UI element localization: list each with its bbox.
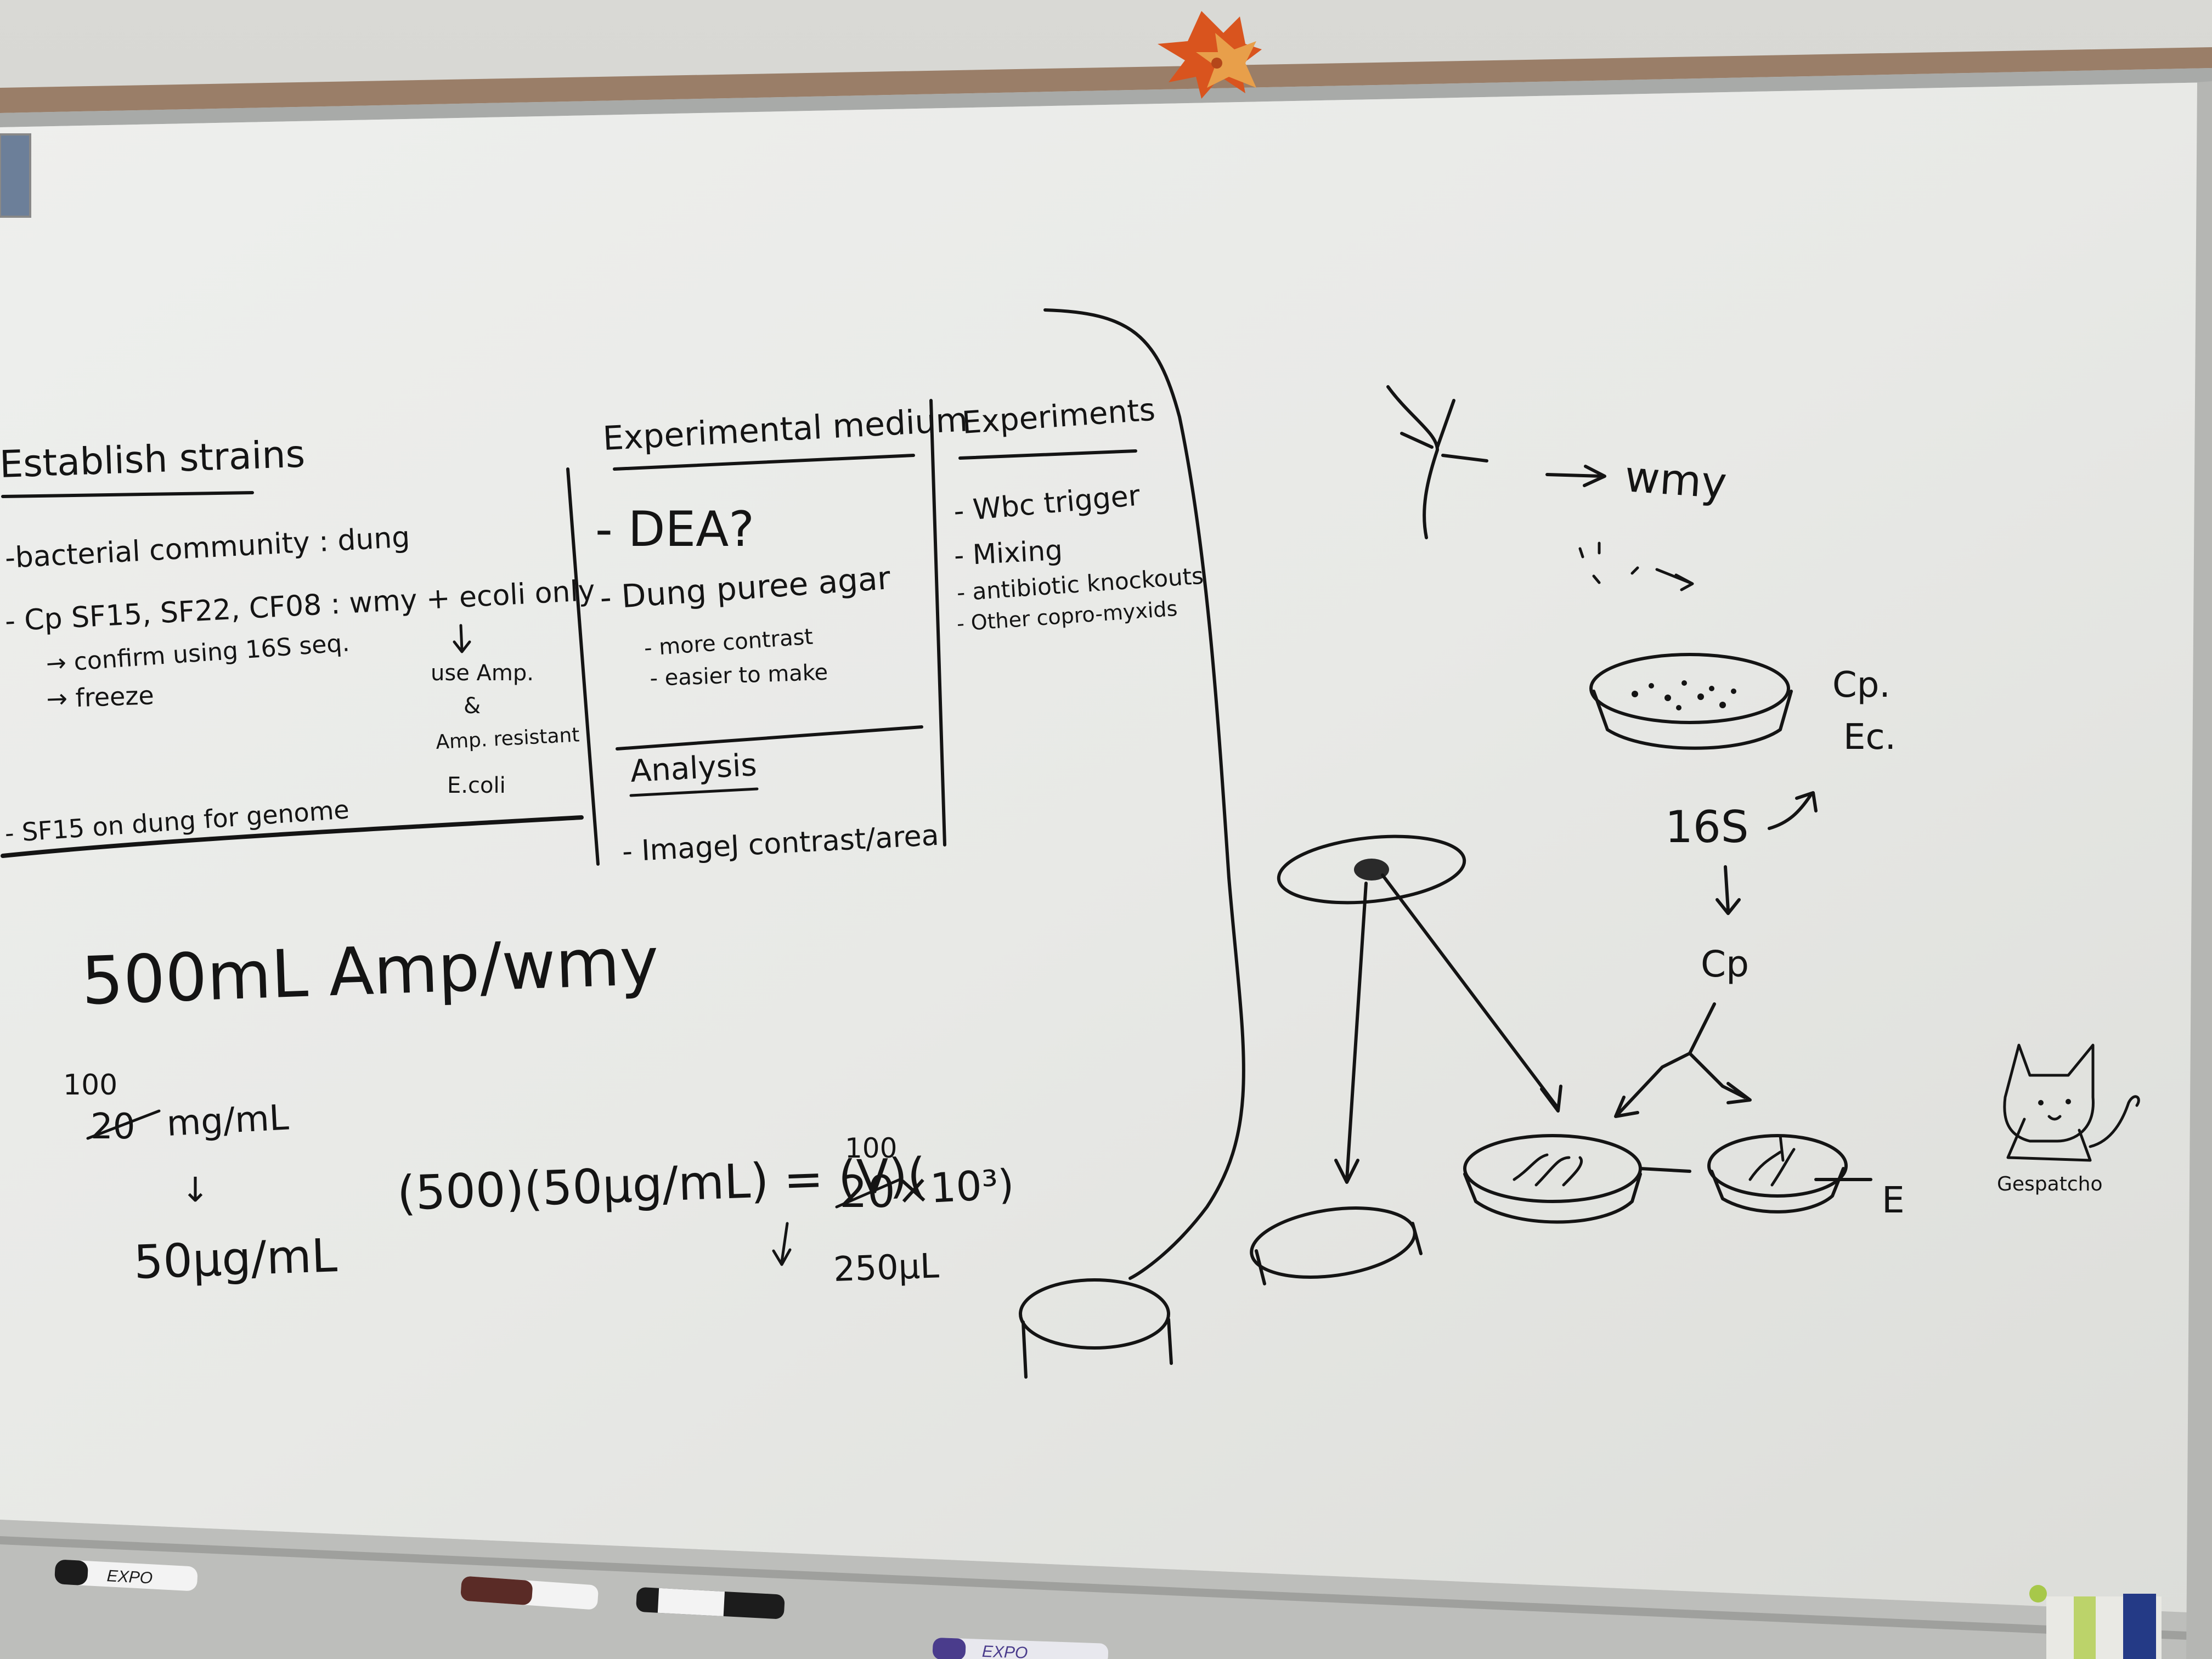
calc-conc: mg/mL [166,1097,290,1144]
cat-doodle [2003,1043,2140,1162]
petri-dish-top [1589,653,1793,750]
board-frame-right [2186,81,2212,1659]
pinned-photo [0,133,31,218]
board-frame-top [0,68,2212,127]
maple-leaf-decoration [1158,11,1262,99]
establish-strains-heading: Establish strains [0,433,306,487]
diagram-cp-label: Cp. [1832,665,1891,706]
analysis-heading: Analysis [629,747,758,789]
marker-purple: EXPO [932,1638,1109,1659]
myxobacteria-sketch [1386,385,1488,539]
marker-label-1: EXPO [106,1567,153,1587]
petri-dish-inoculated [1277,834,1562,1184]
equation-old-value: 20 [839,1166,895,1217]
petri-dish-streaked-left [1463,1134,1691,1224]
calc-arrow: ↓ [181,1170,210,1210]
marker-cup [2029,1585,2162,1659]
tray-lip [0,1536,2200,1640]
diagram-e-label: E [1882,1179,1905,1221]
petri-dish-streaked-right [1707,1134,1872,1214]
medium-sub-2: - easier to make [650,660,828,691]
strains-note-2: & [464,693,481,719]
medium-item-1: - DEA? [595,501,754,557]
diagram-wmy-label: wmy [1623,452,1729,509]
equation-result: 250μL [833,1245,940,1289]
whiteboard-surface [0,82,2212,1613]
cat-name-label: Gespatcho [1997,1173,2102,1195]
cork-strip [0,47,2212,113]
diagram-cp-label-2: Cp [1701,943,1749,985]
marker-black-1: EXPO [54,1560,198,1591]
diagram-section: wmy Cp. Ec. 16S Cp [1019,385,2140,1379]
petri-dish-empty-2 [1019,1278,1173,1379]
calc-result-conc: 50μg/mL [133,1228,338,1289]
divider-line-1 [566,467,600,866]
calc-old-value: 20 [91,1107,135,1147]
strains-note-1: use Amp. [431,661,534,686]
petri-dish-empty-1 [1250,1206,1423,1285]
diagram-16s-label: 16S [1665,802,1749,853]
calc-new-value: 100 [63,1069,117,1102]
diagram-ec-label: Ec. [1843,717,1896,758]
marker-tray-items: EXPO EXPO [54,1560,2162,1659]
equation-new-value: 100 [845,1132,897,1164]
marker-black-2 [636,1587,785,1619]
strains-line-4: → freeze [46,680,154,714]
marker-label-2: EXPO [981,1643,1028,1659]
equation-right: ×10³) [895,1161,1015,1214]
experiments-item-2: - Mixing [953,534,1064,572]
divider-line-2 [929,399,946,847]
marker-brown [460,1576,599,1610]
curved-divider [1043,308,1245,1280]
strains-note-4: E.coli [447,773,506,798]
